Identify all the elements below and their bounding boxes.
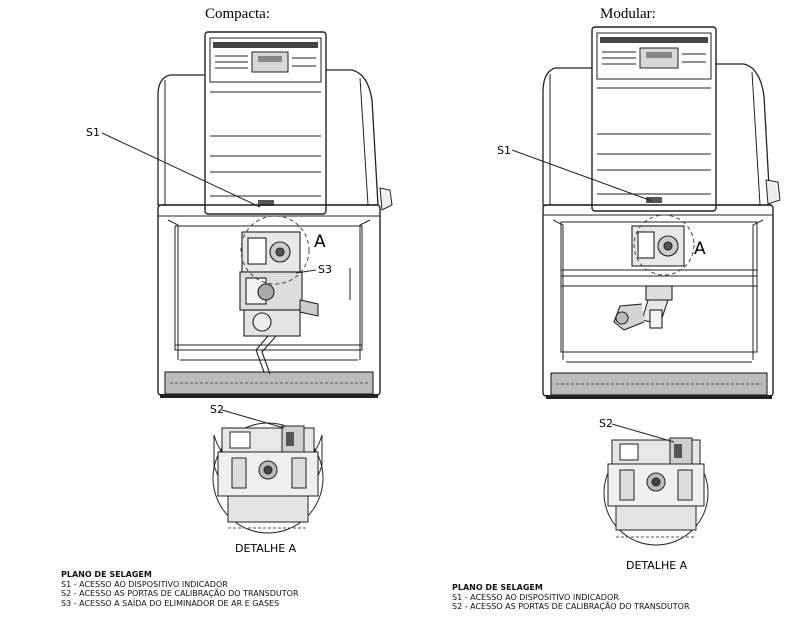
modular-pump-drawing — [542, 26, 781, 399]
label-s1-modular: S1 — [497, 144, 511, 157]
legend-item-s2-modular: S2 - ACESSO AS PORTAS DE CALIBRAÇÃO DO T… — [452, 602, 690, 611]
label-detalhe-modular: DETALHE A — [626, 559, 688, 572]
leader-s1-compacta — [101, 132, 261, 208]
legend-item-s2-compacta: S2 - ACESSO AS PORTAS DE CALIBRAÇÃO DO T… — [61, 589, 299, 598]
legend-item-s1-compacta: S1 - ACESSO AO DISPOSITIVO INDICADOR — [61, 579, 228, 589]
leader-s2-modular — [611, 423, 675, 443]
detail-a-compacta — [212, 422, 324, 534]
label-s2-compacta: S2 — [210, 403, 224, 416]
leader-s1-modular — [511, 149, 653, 202]
leader-s3-compacta — [295, 269, 317, 274]
label-detalhe-compacta: DETALHE A — [235, 542, 297, 555]
caption-modular: Modular: — [600, 6, 656, 22]
caption-compacta: Compacta: — [205, 6, 270, 22]
label-a-modular: A — [694, 239, 706, 259]
detail-a-modular — [603, 437, 709, 546]
compacta-pump-drawing — [157, 31, 393, 398]
legend-compacta: PLANO DE SELAGEM S1 - ACESSO AO DISPOSIT… — [61, 570, 299, 608]
label-a-compacta: A — [314, 232, 326, 252]
legend-item-s1-modular: S1 - ACESSO AO DISPOSITIVO INDICADOR — [452, 592, 619, 602]
label-s2-modular: S2 — [599, 417, 613, 430]
leader-s2-compacta — [221, 409, 285, 429]
legend-title-compacta: PLANO DE SELAGEM — [61, 570, 152, 579]
legend-modular: PLANO DE SELAGEM S1 - ACESSO AO DISPOSIT… — [452, 583, 690, 612]
label-s3-compacta: S3 — [318, 263, 332, 276]
legend-item-s3-compacta: S3 - ACESSO A SAÍDA DO ELIMINADOR DE AR … — [61, 598, 280, 608]
legend-title-modular: PLANO DE SELAGEM — [452, 583, 543, 592]
label-s1-compacta: S1 — [86, 126, 100, 139]
